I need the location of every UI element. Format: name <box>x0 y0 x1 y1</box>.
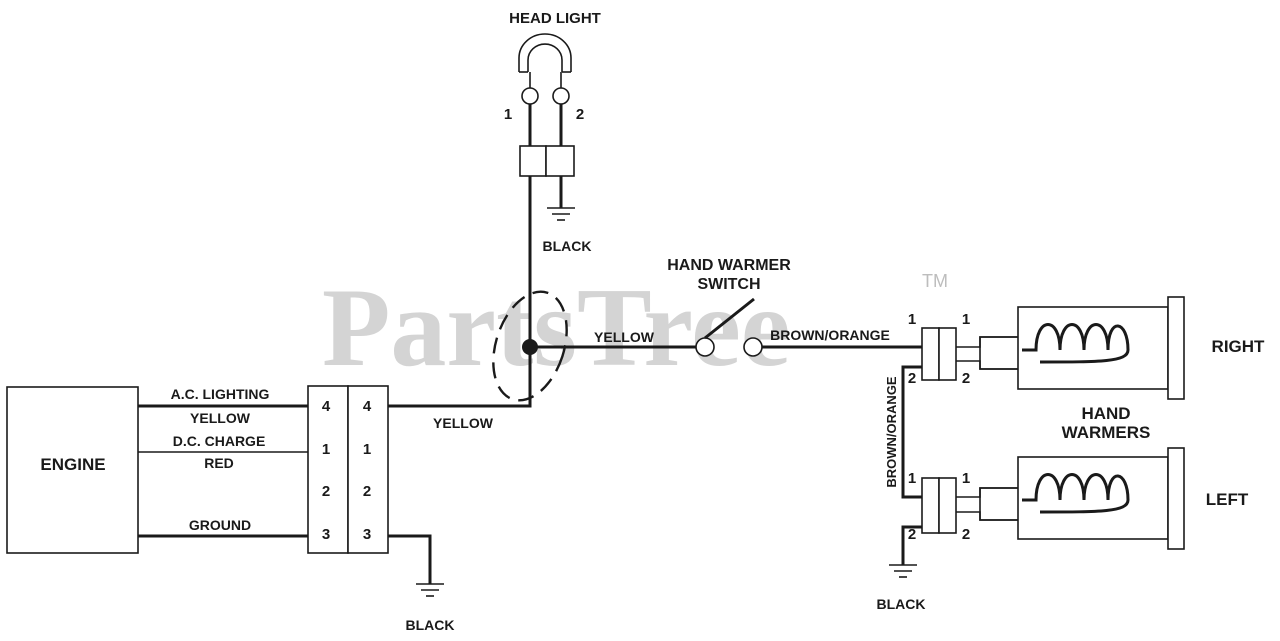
headlight-ground-symbol <box>547 207 575 221</box>
left-warmer-coil-icon <box>1022 473 1130 514</box>
lw-out-pin-1: 1 <box>962 470 970 487</box>
yellow-label: YELLOW <box>190 410 251 426</box>
left-warmer-connector-a <box>921 477 940 534</box>
rw-out-pin-1: 1 <box>962 311 970 328</box>
right-hand-warmer-cap <box>1167 296 1185 400</box>
brown-orange-h-label: BROWN/ORANGE <box>770 327 890 343</box>
headlight-connector-left <box>519 145 547 177</box>
right-warmer-coil-icon <box>1022 323 1130 364</box>
right-warmer-connector-a <box>921 327 940 381</box>
engine-box <box>6 386 139 554</box>
conn-right-pin-2: 2 <box>363 483 371 500</box>
headlight-pin-2: 2 <box>576 106 584 123</box>
ac-lighting-label: A.C. LIGHTING <box>171 386 270 402</box>
left-hand-warmer <box>1017 456 1169 540</box>
conn-left-pin-2: 2 <box>322 483 330 500</box>
ground-label: GROUND <box>189 517 251 533</box>
rw-out-pin-2: 2 <box>962 370 970 387</box>
hand-warmers-label-line2: WARMERS <box>1062 423 1151 442</box>
right-label: RIGHT <box>1212 337 1266 356</box>
yellow-switch-label: YELLOW <box>594 329 655 345</box>
black-warmers-label: BLACK <box>877 596 926 612</box>
hand-warmer-switch-icon <box>695 297 763 357</box>
left-warmer-connector-b <box>938 477 957 534</box>
engine-ground-wire <box>388 534 432 584</box>
switch-label-line2: SWITCH <box>697 276 760 293</box>
lw-in-pin-2: 2 <box>908 526 916 543</box>
right-warmer-connector-b <box>938 327 957 381</box>
conn-left-pin-4: 4 <box>322 398 331 415</box>
headlight-connector-right <box>545 145 575 177</box>
conn-left-pin-1: 1 <box>322 441 330 458</box>
head-light-label: HEAD LIGHT <box>509 10 601 27</box>
switch-label-line1: HAND WARMER <box>667 257 791 274</box>
yellow-main-wire <box>388 347 532 408</box>
conn-right-pin-1: 1 <box>363 441 371 458</box>
black-engine-label: BLACK <box>406 617 455 633</box>
engine-connector-right <box>347 385 389 554</box>
headlight-pin-1: 1 <box>504 106 512 123</box>
conn-right-pin-4: 4 <box>363 398 372 415</box>
dc-charge-label: D.C. CHARGE <box>173 433 266 449</box>
hand-warmers-label-line1: HAND <box>1081 404 1130 423</box>
rw-in-pin-2: 2 <box>908 370 916 387</box>
conn-right-pin-3: 3 <box>363 526 371 543</box>
yellow-main-label: YELLOW <box>433 415 494 431</box>
warmer-ground-symbol <box>889 564 917 578</box>
junction-highlight <box>492 290 568 402</box>
engine-ground-symbol <box>416 583 444 597</box>
conn-left-pin-3: 3 <box>322 526 330 543</box>
left-hand-warmer-cap <box>1167 447 1185 550</box>
engine-label: ENGINE <box>40 455 105 474</box>
lw-out-pin-2: 2 <box>962 526 970 543</box>
lw-in-pin-1: 1 <box>908 470 916 487</box>
rw-in-pin-1: 1 <box>908 311 916 328</box>
black-headlight-label: BLACK <box>543 238 592 254</box>
brown-orange-v-label: BROWN/ORANGE <box>884 376 899 488</box>
red-label: RED <box>204 455 234 471</box>
watermark-tm: TM <box>922 271 948 291</box>
left-label: LEFT <box>1206 490 1249 509</box>
headlight-bulb-icon <box>518 33 572 105</box>
right-hand-warmer <box>1017 306 1169 390</box>
brown-orange-vertical-wire <box>901 365 922 499</box>
warmer-ground-wire <box>901 525 922 565</box>
